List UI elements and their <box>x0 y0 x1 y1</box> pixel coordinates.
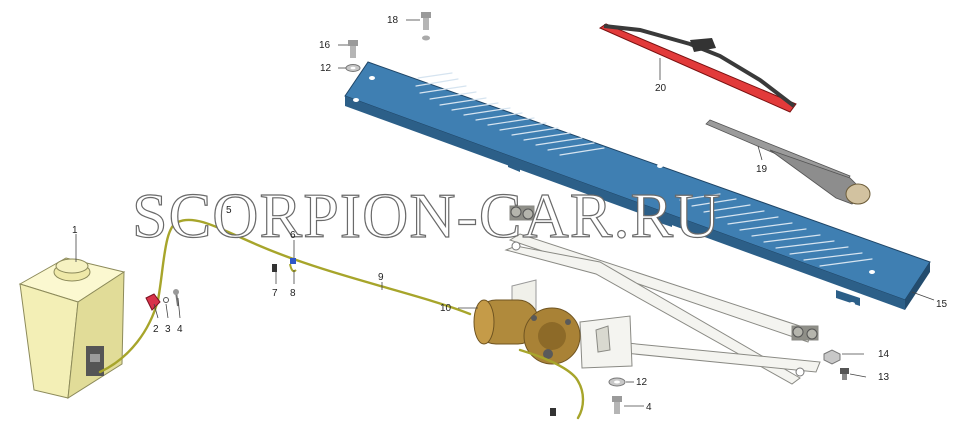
callout-5: 5 <box>226 205 232 216</box>
hose-clamp <box>145 293 161 311</box>
callout-12-bottom: 12 <box>636 377 648 388</box>
callout-7: 7 <box>272 288 278 299</box>
hose-connector <box>289 258 297 273</box>
vent-slots-lower <box>679 193 873 267</box>
wiper-motor <box>473 279 581 365</box>
callout-20: 20 <box>655 83 667 94</box>
washer-12-bottom <box>608 377 626 387</box>
nut-14 <box>823 349 841 365</box>
washer-seal <box>163 297 169 303</box>
bolt-4-bottom <box>612 396 622 414</box>
bolt-13 <box>840 368 849 380</box>
callout-13: 13 <box>878 372 890 383</box>
washer-hose <box>98 218 585 420</box>
bolt-16 <box>348 40 358 58</box>
wiper-linkage <box>504 205 821 385</box>
callout-6: 6 <box>290 230 296 241</box>
small-fastener <box>550 408 556 416</box>
watermark-text: SCORPION-CAR.RU <box>132 180 721 251</box>
washer-12-top <box>345 64 361 72</box>
clip <box>272 264 277 272</box>
callout-15: 15 <box>936 299 948 310</box>
cowl-panel <box>344 61 931 310</box>
bolt-18 <box>421 12 431 41</box>
callout-19: 19 <box>756 164 768 175</box>
callout-12-top: 12 <box>320 63 332 74</box>
vent-slots-upper <box>415 72 605 156</box>
callout-2: 2 <box>153 324 159 335</box>
leader-lines <box>75 19 935 407</box>
callout-16: 16 <box>319 40 331 51</box>
callout-labels: 1 2 3 4 5 6 7 8 9 10 12 12 4 13 14 15 16… <box>72 15 948 413</box>
washer-tank <box>18 257 126 399</box>
wiper-blade <box>598 23 797 113</box>
callout-8: 8 <box>290 288 296 299</box>
callout-14: 14 <box>878 349 890 360</box>
callout-18: 18 <box>387 15 399 26</box>
wiper-arm <box>705 119 871 205</box>
callout-10: 10 <box>440 303 452 314</box>
callout-1: 1 <box>72 225 78 236</box>
callout-4-bottom: 4 <box>646 402 652 413</box>
callout-3: 3 <box>165 324 171 335</box>
callout-4: 4 <box>177 324 183 335</box>
screw-small <box>173 289 179 307</box>
callout-9: 9 <box>378 272 384 283</box>
